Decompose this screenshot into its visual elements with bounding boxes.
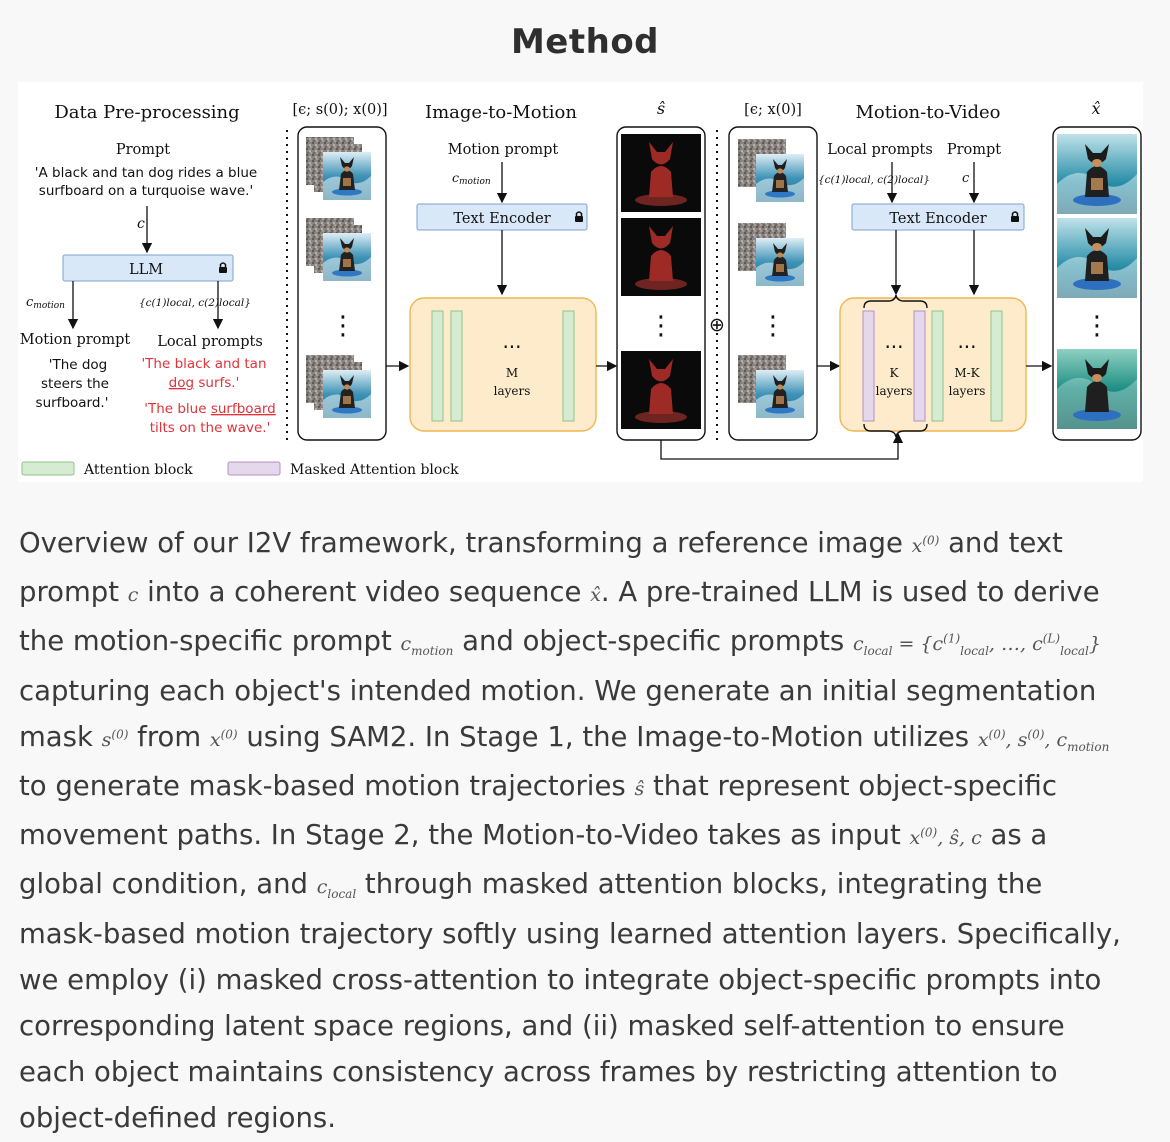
prompt-text-line2: surfboard on a turquoise wave.' — [39, 183, 253, 199]
mask-frame-3 — [621, 351, 701, 429]
i2m-motion-prompt: Motion prompt — [448, 142, 559, 158]
input-frame-3 — [306, 355, 371, 418]
mask-stack-vdots: ⋮ — [648, 311, 674, 341]
mask-to-k-layers-arrow — [660, 432, 904, 460]
llm-box — [62, 254, 234, 282]
math-c-motion: cmotion — [400, 633, 454, 659]
legend-masked-swatch — [227, 461, 281, 476]
math-x0: x(0) — [911, 533, 940, 557]
input-frame-2 — [306, 218, 371, 281]
k-layers-bottom-brace — [863, 423, 928, 438]
output-frame-1 — [1057, 134, 1137, 214]
local-prompt-1-line1: 'The black and tan — [141, 356, 266, 372]
local-prompt-2-line1: 'The blue surfboard — [144, 401, 275, 417]
m2v-prompt: Prompt — [947, 142, 1001, 158]
attention-block — [562, 310, 575, 422]
i2m-text-encoder-label: Text Encoder — [453, 211, 550, 227]
c-motion-label: cmotion — [26, 295, 65, 311]
m2v-c-local-set: {c(1)local, c(2)local} — [818, 174, 930, 186]
c-label: c — [137, 216, 145, 232]
output-stack-vdots: ⋮ — [1084, 311, 1110, 341]
m2v-c-label: c — [962, 171, 970, 186]
legend-masked-label: Masked Attention block — [290, 462, 459, 478]
math-c: c — [127, 584, 139, 607]
i2m-dots: ··· — [502, 335, 521, 359]
math-stage2-inputs: x(0), ŝ, c — [909, 825, 982, 850]
s-hat-label: ŝ — [657, 99, 665, 118]
i2m-layers-line2: layers — [494, 384, 531, 398]
attention-block — [931, 310, 944, 422]
legend-attention-swatch — [21, 461, 75, 476]
motion-to-video-title: Motion-to-Video — [855, 102, 1000, 123]
prompt-text-line1: 'A black and tan dog rides a blue — [35, 165, 257, 181]
math-c-local-def: clocal = {c(1)local, …, c(L)local} — [852, 632, 1101, 659]
preprocessing-title: Data Pre-processing — [54, 102, 239, 123]
masked-attention-block — [862, 310, 875, 422]
math-x0: x(0) — [209, 727, 238, 751]
attention-block — [450, 310, 463, 422]
llm-label: LLM — [129, 262, 163, 278]
output-frame-3 — [1057, 349, 1137, 429]
page-title: Method — [510, 22, 660, 62]
m2v-text-encoder-box — [851, 203, 1025, 231]
mk-layers-line1: M-K — [954, 366, 980, 380]
prompt-label: Prompt — [116, 142, 170, 158]
x-hat-label: x̂ — [1091, 99, 1100, 118]
oplus-symbol: ⊕ — [709, 314, 725, 336]
motion-prompt-title: Motion prompt — [20, 332, 131, 348]
math-stage1-inputs: x(0), s(0), cmotion — [977, 727, 1110, 754]
second-stack-vdots: ⋮ — [760, 311, 786, 341]
motion-prompt-line2: steers the — [41, 376, 109, 392]
math-s-hat: ŝ — [634, 778, 645, 801]
motion-prompt-line1: 'The dog — [49, 357, 108, 373]
math-c-local: clocal — [316, 876, 357, 902]
i2m-layers-line1: M — [506, 366, 518, 380]
local-prompt-1-line2: dog surfs.' — [169, 375, 240, 391]
math-s0: s(0) — [101, 727, 129, 751]
figure-caption: Overview of our I2V framework, transform… — [19, 527, 1121, 1135]
math-x-hat: x̂ — [590, 584, 601, 607]
mk-layers-dots: ··· — [957, 335, 976, 359]
i2m-c-motion: cmotion — [452, 170, 491, 187]
attention-block — [990, 310, 1003, 422]
k-layers-line1: K — [890, 366, 900, 380]
mask-frame-2 — [621, 218, 701, 296]
input-frame-1 — [306, 137, 371, 200]
motion-prompt-line3: surfboard.' — [36, 395, 109, 411]
second-frame-3 — [738, 355, 804, 418]
masked-attention-block — [913, 310, 926, 422]
input-stack-label: [ϵ; s(0); x(0)] — [292, 102, 387, 118]
k-layers-dots: ··· — [884, 335, 903, 359]
k-layers-line2: layers — [876, 384, 913, 398]
second-frame-1 — [738, 139, 804, 202]
c-local-set: {c(1)local, c(2)local} — [139, 297, 251, 309]
mask-frame-1 — [621, 134, 701, 212]
output-frame-2 — [1057, 218, 1137, 298]
local-prompts-title: Local prompts — [157, 334, 263, 350]
attention-block — [431, 310, 444, 422]
local-prompt-2-line2: tilts on the wave.' — [150, 420, 271, 436]
method-figure: Data Pre-processing Prompt 'A black and … — [18, 82, 1143, 482]
m2v-local-prompts: Local prompts — [827, 142, 933, 158]
second-stack-label: [ϵ; x(0)] — [744, 102, 802, 118]
input-stack-vdots: ⋮ — [330, 311, 356, 341]
m2v-text-encoder-label: Text Encoder — [889, 211, 986, 227]
legend-attention-label: Attention block — [83, 462, 193, 478]
second-frame-2 — [738, 223, 804, 286]
image-to-motion-title: Image-to-Motion — [425, 102, 577, 123]
k-layers-top-brace — [863, 294, 928, 309]
mk-layers-line2: layers — [949, 384, 986, 398]
